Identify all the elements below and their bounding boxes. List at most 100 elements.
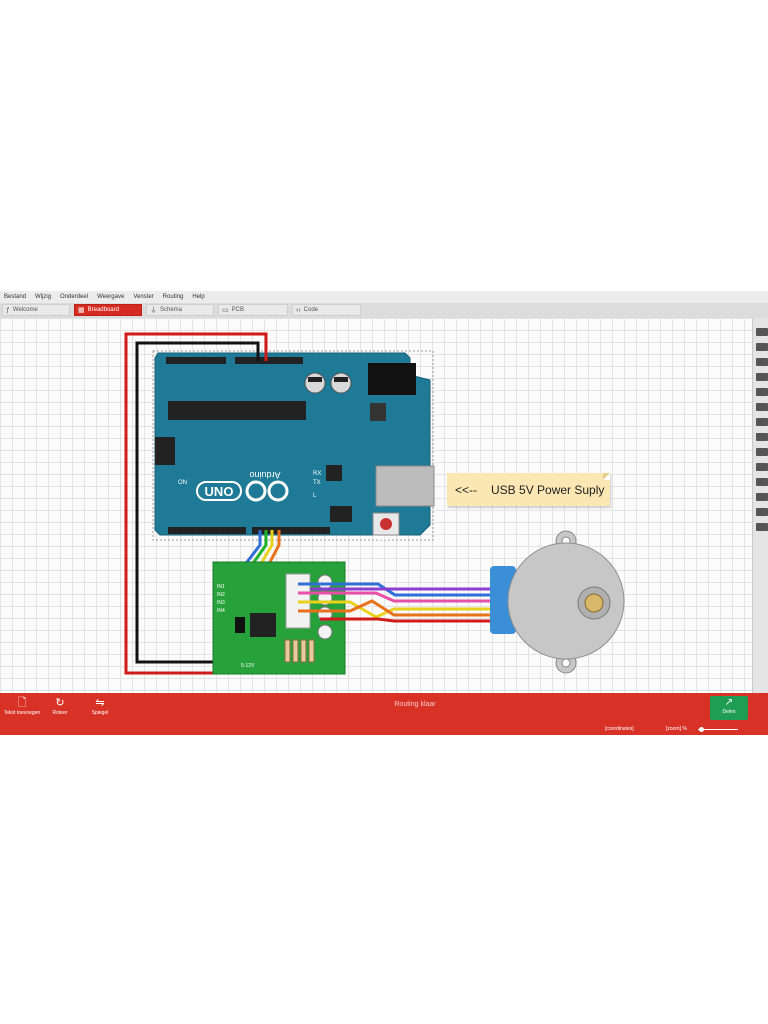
part-thumbnail[interactable] bbox=[756, 328, 768, 336]
motor-wire-orange[interactable] bbox=[298, 599, 492, 617]
power-header bbox=[168, 527, 246, 534]
menu-bestand[interactable]: Bestand bbox=[4, 294, 27, 300]
part-thumbnail[interactable] bbox=[756, 478, 768, 486]
resistors bbox=[284, 639, 315, 663]
view-tab-bar: ƒ Welcome ▦ Breadboard ⏚ Schema ▭ PCB ‹›… bbox=[0, 303, 768, 318]
part-thumbnail[interactable] bbox=[756, 523, 768, 531]
tab-schema-label: Schema bbox=[160, 307, 183, 313]
zoom-slider-handle[interactable] bbox=[699, 727, 704, 732]
add-text-label: Tekst toevoegen bbox=[3, 710, 41, 716]
icsp-header bbox=[155, 437, 175, 465]
arduino-uno-board[interactable]: UNO Arduino ON TX RX L RESET bbox=[154, 352, 435, 542]
tab-breadboard-label: Breadboard bbox=[87, 307, 119, 313]
stepper-motor[interactable] bbox=[490, 530, 625, 674]
dc-power-jack bbox=[368, 363, 416, 395]
part-thumbnail[interactable] bbox=[756, 403, 768, 411]
pcb-icon: ▭ bbox=[222, 307, 229, 314]
tab-pcb[interactable]: ▭ PCB bbox=[218, 304, 288, 316]
mirror-label: Spiegel bbox=[91, 710, 109, 716]
motor-wire-yellow[interactable] bbox=[298, 600, 492, 619]
in1-label: IN1 bbox=[217, 584, 225, 590]
reset-label: RESET bbox=[375, 536, 392, 542]
zoom-slider[interactable] bbox=[698, 729, 738, 730]
uno-logo bbox=[196, 481, 242, 501]
motor-cable[interactable] bbox=[298, 582, 492, 623]
menu-wijzig[interactable]: Wijzig bbox=[35, 294, 52, 300]
digital-header-top bbox=[166, 357, 226, 364]
power-supply-note[interactable]: <<-- USB 5V Power Suply bbox=[447, 473, 610, 506]
mirror-button[interactable]: ⇋ Spiegel bbox=[80, 697, 120, 721]
digital-header-top-right bbox=[235, 357, 303, 364]
atmega-chip bbox=[168, 401, 306, 420]
part-thumbnail[interactable] bbox=[756, 493, 768, 501]
part-thumbnail[interactable] bbox=[756, 418, 768, 426]
analog-header bbox=[252, 527, 330, 534]
rx-label: RX bbox=[313, 471, 321, 477]
menu-venster[interactable]: Venster bbox=[133, 294, 154, 300]
part-thumbnail[interactable] bbox=[756, 388, 768, 396]
motor-cable-housing bbox=[490, 566, 516, 634]
motor-shaft bbox=[584, 593, 604, 613]
part-thumbnail[interactable] bbox=[756, 463, 768, 471]
part-thumbnail[interactable] bbox=[756, 448, 768, 456]
part-thumbnail[interactable] bbox=[756, 343, 768, 351]
menu-routing[interactable]: Routing bbox=[162, 294, 184, 300]
rotate-icon: ↻ bbox=[55, 697, 65, 709]
selection-frame bbox=[152, 350, 434, 541]
part-thumbnail[interactable] bbox=[756, 508, 768, 516]
share-label: Delen bbox=[722, 709, 736, 715]
part-thumbnail[interactable] bbox=[756, 358, 768, 366]
rotate-button[interactable]: ↻ Roteer bbox=[40, 697, 80, 721]
share-icon: ↗ bbox=[724, 697, 734, 708]
icsp2-header bbox=[330, 506, 352, 522]
add-text-button[interactable]: 🗋 Tekst toevoegen bbox=[2, 697, 42, 721]
fritzing-f-icon: ƒ bbox=[6, 306, 10, 314]
rotate-label: Roteer bbox=[52, 710, 68, 716]
note-text: USB 5V Power Suply bbox=[491, 482, 605, 497]
tab-schema[interactable]: ⏚ Schema bbox=[146, 304, 214, 316]
in4-label: IN4 bbox=[217, 608, 225, 614]
document-icon: 🗋 bbox=[17, 697, 27, 709]
cursor-coordinates: [coordinates] bbox=[605, 726, 634, 732]
usb-port bbox=[375, 465, 435, 507]
bottom-toolbar: 🗋 Tekst toevoegen ↻ Roteer ⇋ Spiegel Rou… bbox=[0, 693, 768, 724]
routing-status: Routing klaar bbox=[394, 701, 436, 708]
mirror-icon: ⇋ bbox=[95, 697, 105, 709]
zoom-level: [zoom] % bbox=[666, 726, 687, 732]
in2-label: IN2 bbox=[217, 592, 225, 598]
tab-welcome-label: Welcome bbox=[12, 307, 38, 313]
uno-logo-text: UNO bbox=[205, 484, 234, 499]
tx-label: TX bbox=[313, 480, 321, 486]
schematic-icon: ⏚ bbox=[150, 307, 157, 314]
motor-body bbox=[507, 542, 625, 660]
voltage-regulator bbox=[370, 403, 386, 421]
parts-bin-strip[interactable] bbox=[752, 318, 768, 693]
menu-weergave[interactable]: Weergave bbox=[97, 294, 125, 300]
code-icon: ‹› bbox=[296, 306, 301, 314]
motor-wire-red[interactable] bbox=[320, 617, 492, 623]
tab-pcb-label: PCB bbox=[231, 307, 244, 313]
status-bar: [coordinates] [zoom] % bbox=[0, 724, 768, 735]
tab-code-label: Code bbox=[303, 307, 319, 313]
menu-help[interactable]: Help bbox=[192, 294, 205, 300]
arduino-brand-text: Arduino bbox=[249, 470, 280, 480]
motor-wire-pink[interactable] bbox=[298, 591, 492, 603]
menu-onderdeel[interactable]: Onderdeel bbox=[60, 294, 89, 300]
arduino-infinity-logo bbox=[245, 480, 289, 502]
note-corner-fold bbox=[603, 473, 610, 480]
on-led-label: ON bbox=[178, 480, 187, 486]
share-button[interactable]: ↗ Delen bbox=[710, 696, 748, 720]
note-arrow-text: <<-- bbox=[455, 482, 478, 497]
tab-breadboard[interactable]: ▦ Breadboard bbox=[74, 304, 142, 316]
tab-welcome[interactable]: ƒ Welcome bbox=[2, 304, 70, 316]
uln2003-chip bbox=[250, 613, 276, 637]
tab-code[interactable]: ‹› Code bbox=[292, 304, 361, 316]
menu-bar: Bestand Wijzig Onderdeel Weergave Venste… bbox=[0, 291, 768, 303]
part-thumbnail[interactable] bbox=[756, 433, 768, 441]
part-thumbnail[interactable] bbox=[756, 373, 768, 381]
supply-label: 5-12V bbox=[241, 663, 255, 669]
in3-label: IN3 bbox=[217, 600, 225, 606]
breadboard-icon: ▦ bbox=[78, 307, 85, 314]
l-led-label: L bbox=[313, 493, 317, 499]
